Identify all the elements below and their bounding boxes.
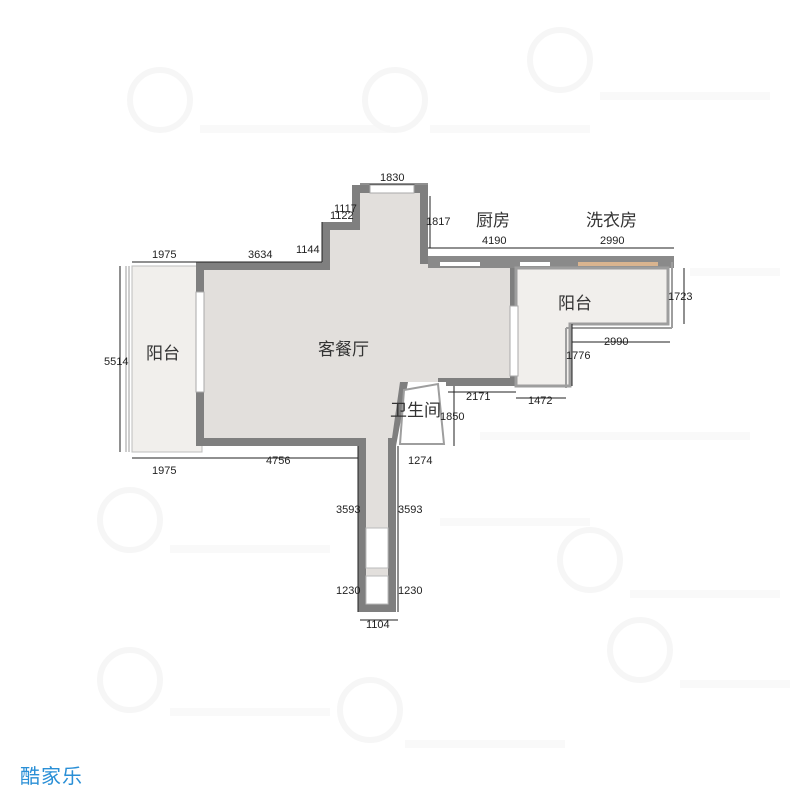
dim-bath-2171: 2171	[466, 391, 490, 403]
dim-balcony-2990: 2990	[604, 336, 628, 348]
dim-top-1975: 1975	[152, 249, 176, 261]
room-label-balcony-right: 阳台	[558, 294, 592, 314]
watermark-layer	[97, 27, 790, 748]
room-label-balcony-left: 阳台	[146, 344, 180, 364]
dim-1817: 1817	[426, 216, 450, 228]
dim-laundry-2990: 2990	[600, 235, 624, 247]
dim-bath-1274: 1274	[408, 455, 432, 467]
door-corridor-1	[365, 527, 389, 569]
brand-logo: 酷家乐	[20, 764, 83, 788]
dim-left-5514: 5514	[104, 356, 128, 368]
dim-bottom-1975: 1975	[152, 465, 176, 477]
dim-bath-1472: 1472	[528, 395, 552, 407]
room-label-laundry: 洗衣房	[586, 211, 637, 231]
window-top	[369, 184, 415, 194]
room-label-living-dining: 客餐厅	[318, 340, 369, 360]
dim-corridor-3593-left: 3593	[336, 504, 360, 516]
dim-right-1776: 1776	[566, 350, 590, 362]
dim-corridor-1230-right: 1230	[398, 585, 422, 597]
dim-corridor-3593-right: 3593	[398, 504, 422, 516]
door-corridor-2	[365, 575, 389, 605]
dim-1122: 1122	[330, 210, 354, 222]
dim-top-1830: 1830	[380, 172, 404, 184]
dim-kitchen-4190: 4190	[482, 235, 506, 247]
dim-bath-1850: 1850	[440, 411, 464, 423]
right-balcony-floor	[514, 266, 670, 388]
dim-top-3634: 3634	[248, 249, 272, 261]
room-label-kitchen: 厨房	[476, 211, 510, 231]
left-balcony-floor	[131, 265, 203, 453]
bathroom-floor	[398, 382, 446, 445]
dim-corridor-1230-left: 1230	[336, 585, 360, 597]
dim-right-1723: 1723	[668, 291, 692, 303]
dimension-lines	[119, 183, 685, 621]
window-left	[195, 291, 205, 393]
living-dining-floor	[204, 193, 510, 604]
room-label-bathroom: 卫生间	[390, 401, 441, 421]
dim-1117: 1117	[334, 203, 357, 215]
dim-1144: 1144	[296, 244, 320, 256]
dim-bottom-1104: 1104	[366, 619, 390, 631]
window-right	[509, 305, 519, 377]
dim-bottom-4756: 4756	[266, 455, 290, 467]
